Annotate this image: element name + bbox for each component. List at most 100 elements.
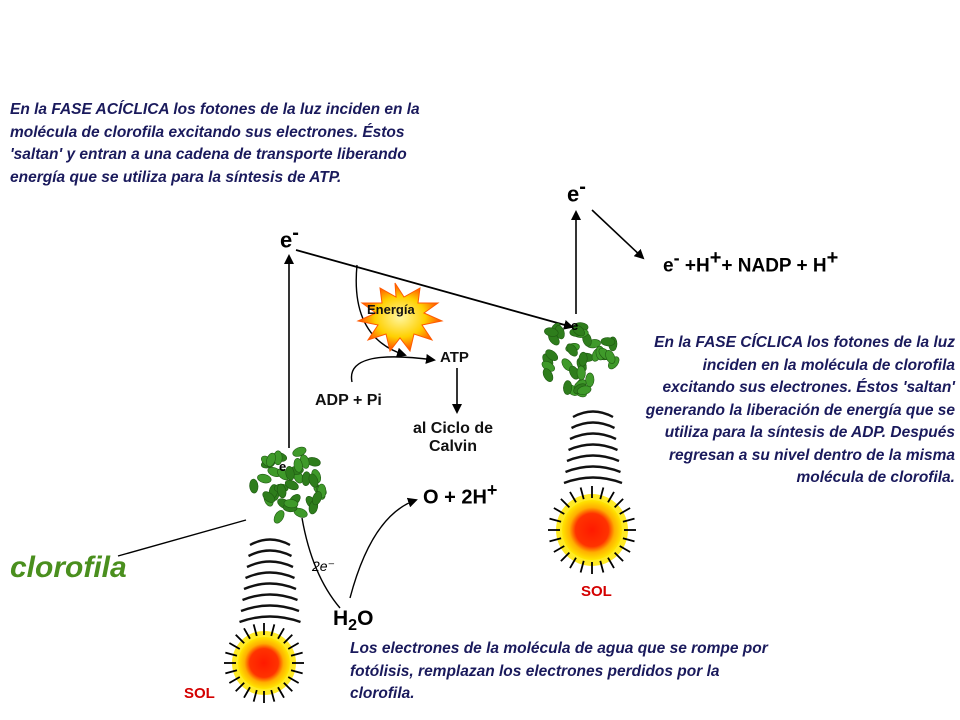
chlorophyll-blob [544,327,559,337]
sun-left-icon [224,623,304,703]
sun-ray [290,651,303,657]
chlorophyll-blob [283,499,299,509]
o-2h-plus: + [486,480,498,500]
chlorophyll-blob [585,372,595,388]
energy-curve-arrow [355,264,407,358]
atp-label: ATP [440,349,469,366]
light-wave-arc [566,454,620,463]
light-wave-arc [570,421,616,430]
nadp-h: +H [684,255,710,277]
transport-chain-line [295,249,574,330]
water-2: 2 [348,617,358,635]
sun-ray [270,689,276,702]
chlorophyll-blob [262,491,276,503]
chlorophyll-blob [572,324,585,337]
chlorophyll-blob [576,365,586,381]
sun-ray [599,560,605,573]
sol-right-label: SOL [581,583,612,600]
light-wave-arc [247,549,293,558]
electron-left-minus: - [292,222,299,244]
ciclica-description: En la FASE CÍCLICA los fotones de la luz… [645,334,955,486]
light-wave-arc [239,615,301,624]
sun-ray [613,551,624,562]
water-curve-arrow [349,497,418,599]
chlorophyll-blob [308,473,319,488]
sun-ray [569,557,577,569]
chlorophyll-blob [563,380,573,395]
light-wave-arc [563,476,623,485]
chlorophyll-blob [249,478,259,494]
chlorophyll-blob [600,337,616,347]
electron-left-e: e [280,227,293,253]
nadp-e: e [663,255,674,277]
chlorophyll-blob [277,483,287,499]
sun-ray [560,551,571,562]
light-wave-arc [246,560,294,569]
sun-ray [553,507,565,515]
sun-ray [613,498,624,509]
electron-right: e- [567,176,586,207]
light-wave-arc [242,593,298,602]
sun-ray [228,642,241,650]
sol-left-label: SOL [184,685,215,702]
chlorophyll-blob [566,343,578,357]
electron-right-e: e [567,181,580,207]
sun-ray [290,669,303,675]
light-wave-arc [572,410,614,419]
sun-ray [252,624,258,637]
light-wave-arc [240,604,300,613]
calvin-line-1: al Ciclo de [412,420,494,437]
chlorophyll-blob [545,349,559,361]
sun-ray [243,686,251,699]
water-label: H2O [333,607,373,635]
electron-left: e- [280,222,299,253]
chlorophyll-blob [293,458,303,473]
sun-ray [607,557,615,569]
oxygen-hydrogen-label: O + 2H+ [423,480,497,510]
sun-ray [619,545,631,553]
chlorophyll-blob [542,368,554,382]
sun-ray [599,487,605,500]
chlorophyll-cluster-right [541,322,620,398]
sun-ray [225,651,238,657]
clorofila-label: clorofila [10,551,127,584]
sun-ray [283,682,293,692]
nadp-nadp-h: + NADP + H [721,255,827,277]
energy-burst [356,282,444,353]
calvin-label: al Ciclo de Calvin [398,420,508,456]
aciclica-description: En la FASE ACÍCLICA los fotones de la lu… [10,101,420,186]
nadp-arrow [591,209,645,260]
energia-label: Energía [367,302,415,317]
light-wave-arc [243,582,297,591]
sun-core [238,637,290,689]
sun-ray [277,627,285,640]
sun-ray [228,676,241,684]
sun-ray [549,517,562,523]
light-wave-arc [568,443,618,452]
sun-ray [252,689,258,702]
light-wave-arc [565,465,621,474]
o-2h-text: O + 2H [423,486,487,509]
adp-curve-arrow [350,353,436,383]
chlorophyll-cluster-left [249,446,327,524]
light-wave-arc [245,571,295,580]
sun-ray [619,507,631,515]
light-wave-arc [569,432,617,441]
sun-core [562,500,622,560]
nadp-e-minus: - [673,248,680,268]
sun-ray [283,634,293,644]
sun-ray [235,634,245,644]
sun-ray [569,491,577,503]
chlorophyll-blob [284,479,299,491]
electron-in-cluster: e [279,459,287,474]
chlorophyll-blob [605,349,616,364]
electron-right-minus: - [579,176,586,198]
water-description: Los electrones de la molécula de agua qu… [350,640,768,702]
sun-ray [560,498,571,509]
light-waves-left [239,538,301,624]
adp-pi-label: ADP + Pi [315,392,382,409]
two-electrons-label: 2e⁻ [312,558,335,574]
chlorophyll-blob [312,491,322,506]
sun-ray [579,560,585,573]
